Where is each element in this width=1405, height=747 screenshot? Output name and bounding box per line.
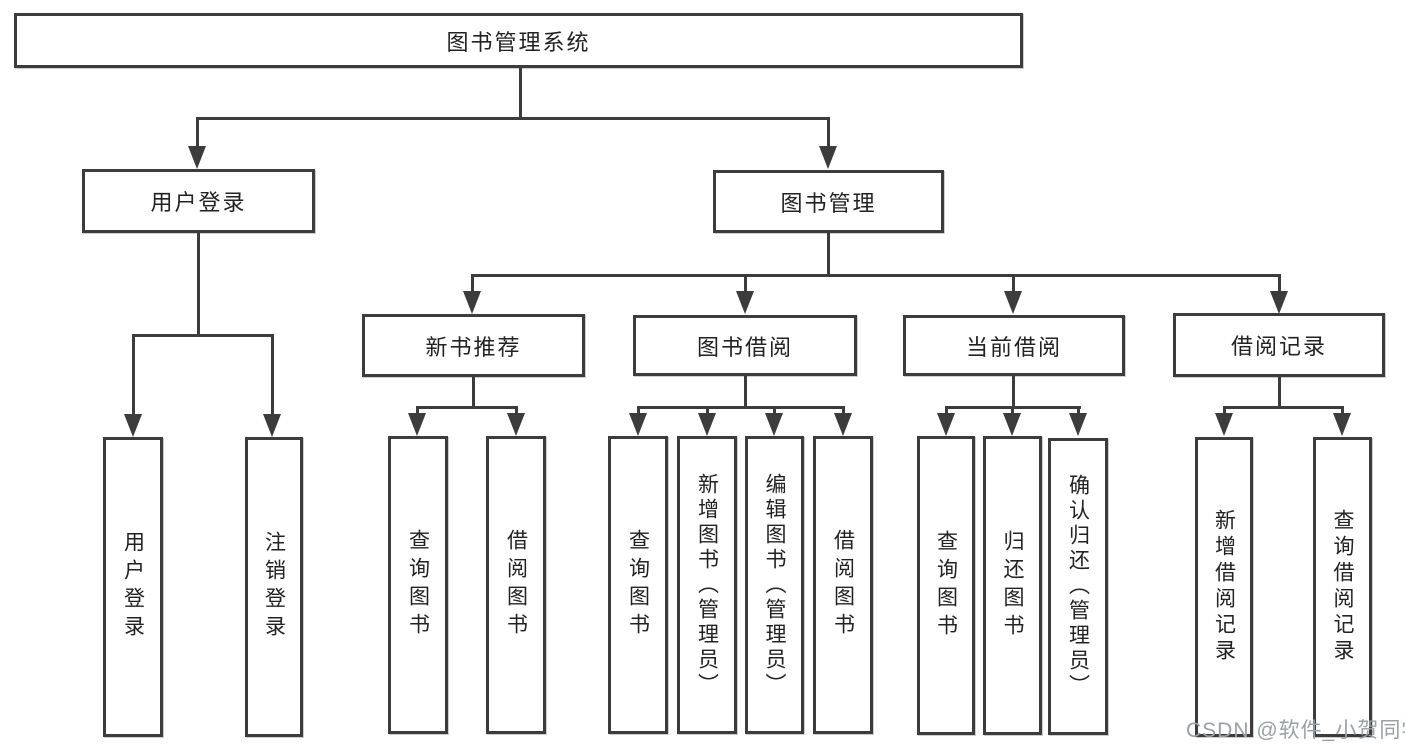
connector-line xyxy=(1077,406,1080,416)
connector-line xyxy=(827,117,830,150)
arrow-down-icon xyxy=(1215,413,1233,436)
leaf-add-books-admin: 新增图书（管理员） xyxy=(677,436,737,734)
leaf-logout: 注销登录 xyxy=(245,437,303,737)
leaf-query-books-borrowing: 查询图书 xyxy=(608,436,668,734)
arrow-down-icon xyxy=(124,414,142,437)
connector-line xyxy=(1012,374,1015,409)
arrow-down-icon xyxy=(765,413,783,436)
connector-line xyxy=(471,274,474,295)
leaf-return-books: 归还图书 xyxy=(983,436,1042,735)
node-book-borrowing: 图书借阅 xyxy=(633,315,857,376)
node-borrowing-records: 借阅记录 xyxy=(1173,313,1385,377)
leaf-borrow-books-recommend: 借阅图书 xyxy=(486,436,546,734)
connector-line xyxy=(471,274,1281,277)
connector-line xyxy=(1278,375,1281,409)
connector-line xyxy=(1341,406,1344,416)
connector-line xyxy=(827,231,830,277)
connector-line xyxy=(416,406,419,416)
arrow-down-icon xyxy=(507,413,525,436)
connector-line xyxy=(1223,406,1226,416)
connector-line xyxy=(1011,406,1014,416)
arrow-down-icon xyxy=(1004,291,1022,314)
arrow-down-icon xyxy=(463,291,481,314)
connector-line xyxy=(842,406,845,416)
connector-line xyxy=(472,375,475,409)
connector-line xyxy=(197,231,200,337)
connector-line xyxy=(1278,274,1281,295)
leaf-confirm-return-admin: 确认归还（管理员） xyxy=(1048,438,1108,735)
arrow-down-icon xyxy=(408,413,426,436)
connector-line xyxy=(271,334,274,418)
arrow-down-icon xyxy=(1270,291,1288,314)
connector-line xyxy=(416,406,518,409)
arrow-down-icon xyxy=(736,291,754,314)
connector-line xyxy=(637,406,845,409)
leaf-user-login: 用户登录 xyxy=(103,437,163,737)
arrow-down-icon xyxy=(1069,413,1087,436)
connector-line xyxy=(515,406,518,416)
node-user-login: 用户登录 xyxy=(82,169,315,233)
arrow-down-icon xyxy=(834,413,852,436)
connector-line xyxy=(132,334,135,418)
connector-line xyxy=(1223,406,1344,409)
leaf-borrow-books-borrowing: 借阅图书 xyxy=(813,436,873,734)
connector-line xyxy=(706,406,709,416)
leaf-add-borrow-record: 新增借阅记录 xyxy=(1195,437,1253,737)
arrow-down-icon xyxy=(1003,413,1021,436)
arrow-down-icon xyxy=(819,146,837,169)
arrow-down-icon xyxy=(188,146,206,169)
arrow-down-icon xyxy=(263,414,281,437)
node-current-borrowing: 当前借阅 xyxy=(903,315,1125,376)
connector-line xyxy=(519,68,522,120)
arrow-down-icon xyxy=(937,413,955,436)
connector-line xyxy=(132,334,274,337)
connector-line xyxy=(773,406,776,416)
connector-line xyxy=(196,117,199,150)
arrow-down-icon xyxy=(698,413,716,436)
connector-line xyxy=(196,117,830,120)
connector-line xyxy=(744,274,747,295)
node-new-book-recommendation: 新书推荐 xyxy=(362,314,585,377)
connector-line xyxy=(637,406,640,416)
arrow-down-icon xyxy=(1333,413,1351,436)
leaf-query-books-current: 查询图书 xyxy=(917,436,975,735)
leaf-query-books-recommend: 查询图书 xyxy=(388,436,448,734)
node-library-management-system: 图书管理系统 xyxy=(14,13,1023,68)
leaf-query-borrow-record: 查询借阅记录 xyxy=(1313,437,1372,737)
arrow-down-icon xyxy=(629,413,647,436)
node-book-management: 图书管理 xyxy=(713,170,944,233)
connector-line xyxy=(744,374,747,409)
watermark: CSDN @软件_小贺同学 xyxy=(1186,719,1405,742)
connector-line xyxy=(945,406,948,416)
connector-line xyxy=(1012,274,1015,295)
leaf-edit-books-admin: 编辑图书（管理员） xyxy=(745,436,804,734)
